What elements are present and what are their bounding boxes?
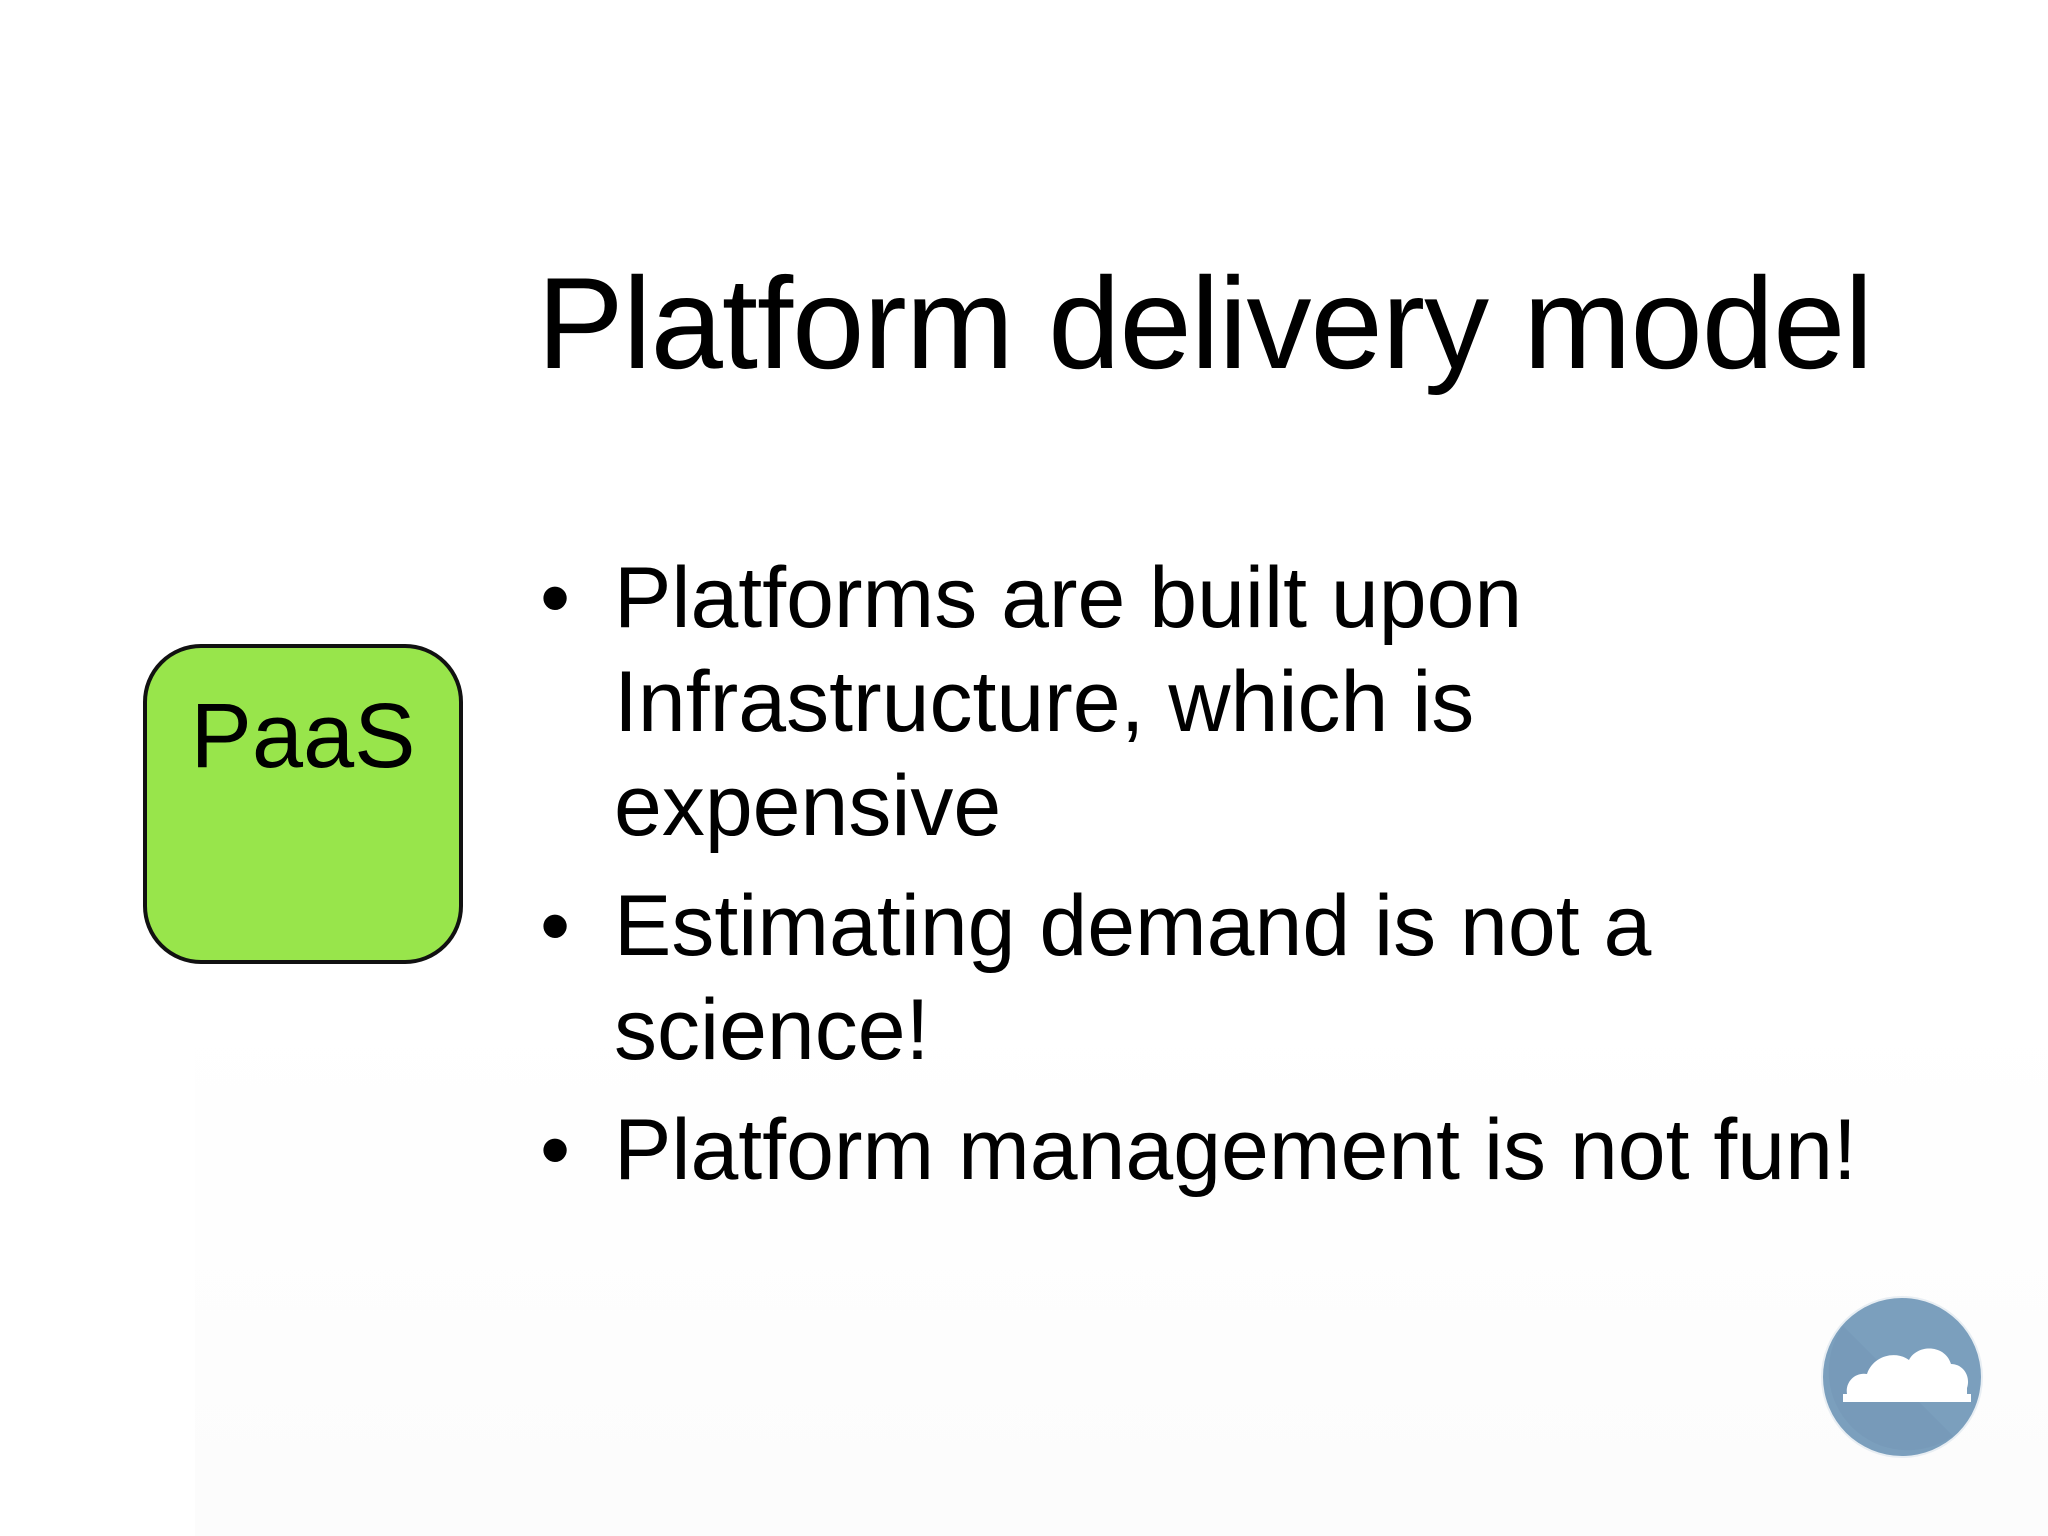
paas-badge: PaaS (143, 644, 463, 964)
bullet-text: Platform management is not fun! (614, 1102, 1857, 1198)
bullet-item: • Platforms are built upon Infrastructur… (537, 546, 1857, 858)
bullet-text: Platforms are built upon Infrastructure,… (614, 550, 1523, 854)
bullet-marker: • (540, 1102, 571, 1198)
bullet-marker: • (540, 550, 571, 646)
bullet-list: • Platforms are built upon Infrastructur… (537, 546, 1857, 1218)
slide-title: Platform delivery model (537, 250, 1873, 396)
slide-background-shade (195, 1000, 2048, 1536)
paas-badge-label: PaaS (190, 685, 416, 787)
cloud-icon (1828, 1326, 1971, 1451)
bullet-item: • Platform management is not fun! (537, 1098, 1857, 1202)
bullet-item: • Estimating demand is not a science! (537, 874, 1857, 1082)
bullet-text: Estimating demand is not a science! (614, 878, 1652, 1078)
cloud-logo (1823, 1298, 1981, 1456)
bullet-marker: • (540, 878, 571, 974)
